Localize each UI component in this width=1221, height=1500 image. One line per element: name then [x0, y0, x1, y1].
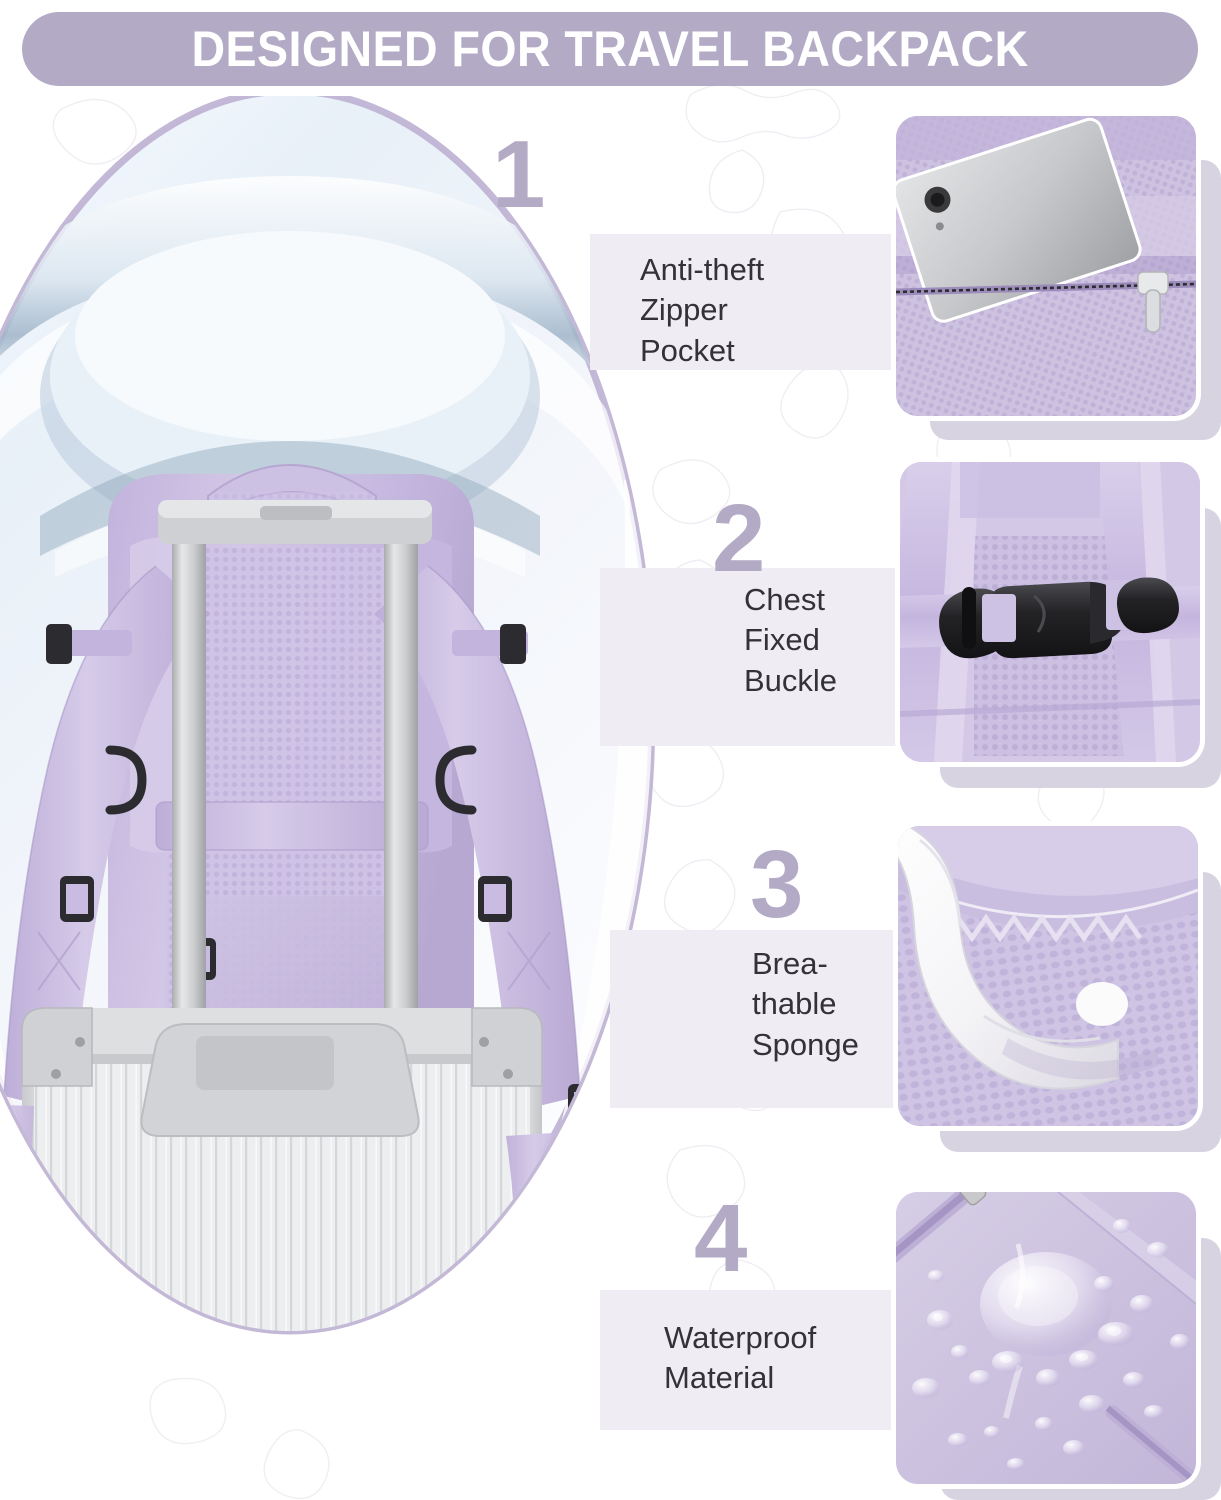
feature-label-3: Brea- thable Sponge — [752, 946, 859, 1062]
hero-product-image — [0, 96, 700, 1500]
page-title: DESIGNED FOR TRAVEL BACKPACK — [191, 21, 1029, 77]
feature-label-2: Chest Fixed Buckle — [744, 582, 838, 698]
feature-number-3: 3 — [750, 831, 804, 938]
breathable-sponge-photo[interactable] — [898, 826, 1198, 1126]
feature-number-4: 4 — [694, 1185, 748, 1292]
chest-fixed-buckle-photo[interactable] — [900, 462, 1200, 762]
feature-number-2: 2 — [712, 485, 766, 592]
feature-label-1: Anti-theft Zipper Pocket — [640, 252, 765, 368]
anti-theft-zipper-pocket-photo[interactable] — [896, 116, 1196, 416]
header-banner: DESIGNED FOR TRAVEL BACKPACK — [22, 12, 1198, 86]
feature-label-4: Waterproof Material — [664, 1320, 817, 1396]
feature-number-1: 1 — [492, 121, 546, 228]
waterproof-material-photo[interactable] — [896, 1192, 1196, 1484]
